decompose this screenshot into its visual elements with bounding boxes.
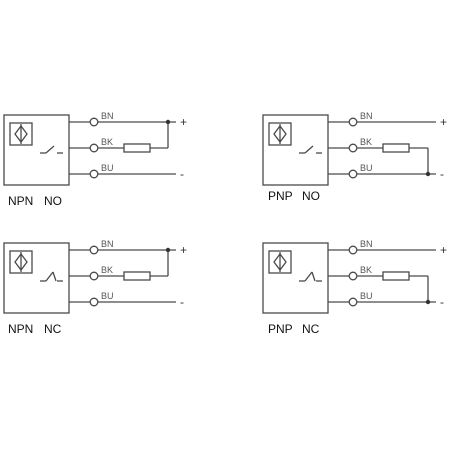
terminal-bu: [348, 169, 358, 179]
terminal-bn: [348, 245, 358, 255]
wire-label-bn: BN: [360, 111, 373, 121]
switch-contact: [52, 271, 57, 282]
load-resistor-icon: [382, 271, 410, 281]
diagram-pnp-no: BN BK BU + - PNP NO: [262, 111, 447, 203]
polarity-positive-label: +: [440, 115, 447, 129]
polarity-positive-label: +: [180, 243, 187, 257]
polarity-negative-label: -: [440, 295, 444, 309]
load-resistor-icon: [382, 143, 410, 153]
junction-dot: [165, 247, 171, 253]
terminal-bu: [89, 297, 99, 307]
normally-open-switch-icon: [299, 145, 322, 154]
terminal-bn: [89, 245, 99, 255]
junction-dot: [425, 171, 431, 177]
normally-open-switch-icon: [40, 145, 63, 154]
terminal-bn: [89, 117, 99, 127]
switch-blade: [45, 145, 55, 154]
sensor-symbol-frame: [268, 250, 292, 274]
output-type-label: PNP: [268, 189, 293, 203]
sensor-symbol-frame: [268, 122, 292, 146]
diagram-npn-nc: BN BK BU + - NPN NC: [3, 239, 187, 336]
diagram-npn-no: BN BK BU + - NPN NO: [3, 111, 187, 208]
terminal-bk: [348, 143, 358, 153]
normally-closed-switch-icon: [299, 271, 322, 282]
switch-blade: [304, 271, 313, 282]
contact-mode-label: NO: [44, 194, 62, 208]
sensor-box: [262, 242, 329, 314]
polarity-positive-label: +: [440, 243, 447, 257]
polarity-negative-label: -: [180, 295, 184, 309]
wire-label-bk: BK: [101, 265, 113, 275]
wire-label-bk: BK: [360, 137, 372, 147]
sensor-symbol-frame: [9, 250, 33, 274]
sensor-symbol-frame: [9, 122, 33, 146]
contact-mode-label: NC: [302, 322, 320, 336]
terminal-bu: [89, 169, 99, 179]
junction-dot: [425, 299, 431, 305]
wire-label-bu: BU: [360, 291, 373, 301]
terminal-bk: [89, 271, 99, 281]
sensor-symbol-icon: [9, 122, 33, 146]
terminal-bk: [348, 271, 358, 281]
normally-closed-switch-icon: [40, 271, 63, 282]
junction-dot: [165, 119, 171, 125]
polarity-positive-label: +: [180, 115, 187, 129]
load-resistor-icon: [123, 271, 151, 281]
output-type-label: NPN: [8, 194, 33, 208]
contact-mode-label: NC: [44, 322, 62, 336]
wire-label-bu: BU: [101, 291, 114, 301]
output-type-label: NPN: [8, 322, 33, 336]
wire-label-bn: BN: [101, 111, 114, 121]
sensor-box: [262, 114, 329, 186]
switch-blade: [45, 271, 54, 282]
load-resistor-icon: [123, 143, 151, 153]
terminal-bk: [89, 143, 99, 153]
wire-label-bk: BK: [360, 265, 372, 275]
polarity-negative-label: -: [440, 167, 444, 181]
wire-label-bk: BK: [101, 137, 113, 147]
sensor-box: [3, 242, 70, 314]
contact-mode-label: NO: [302, 189, 320, 203]
terminal-bu: [348, 297, 358, 307]
output-type-label: PNP: [268, 322, 293, 336]
sensor-box: [3, 114, 70, 186]
switch-blade: [304, 145, 314, 154]
wire-label-bn: BN: [101, 239, 114, 249]
polarity-negative-label: -: [180, 167, 184, 181]
terminal-bn: [348, 117, 358, 127]
sensor-symbol-icon: [268, 250, 292, 274]
switch-contact: [311, 271, 316, 282]
wire-label-bu: BU: [101, 163, 114, 173]
wire-label-bu: BU: [360, 163, 373, 173]
diagram-pnp-nc: BN BK BU + - PNP NC: [262, 239, 447, 336]
sensor-symbol-icon: [9, 250, 33, 274]
wire-label-bn: BN: [360, 239, 373, 249]
sensor-symbol-icon: [268, 122, 292, 146]
